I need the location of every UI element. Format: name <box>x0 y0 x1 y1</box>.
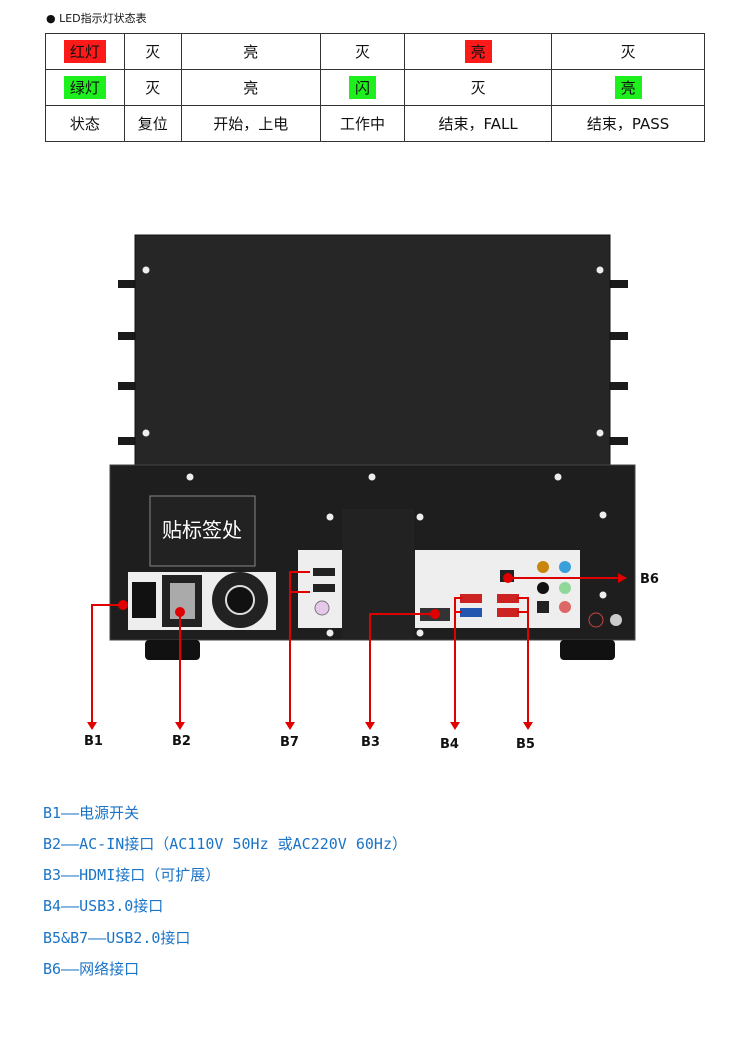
callout-b6: B6 <box>640 572 659 587</box>
callout-b4: B4 <box>440 737 459 752</box>
legend-b5-b7: B5&B7——USB2.0接口 <box>43 929 191 947</box>
table-row: 状态 复位 开始，上电 工作中 结束，FALL 结束，PASS <box>45 105 705 142</box>
led-status-table: 红灯 灭 亮 灭 亮 灭 绿灯 灭 亮 闪 灭 亮 状态 复位 开始，上电 工作… <box>45 33 705 142</box>
red-led-label: 红灯 <box>63 40 106 63</box>
callout-b3: B3 <box>361 735 380 750</box>
legend-b3: B3——HDMI接口（可扩展） <box>43 866 221 884</box>
cell-highlight: 亮 <box>614 76 642 99</box>
cell: 开始，上电 <box>180 105 321 142</box>
power-switch <box>132 582 156 618</box>
callout-b5: B5 <box>516 737 535 752</box>
cell: 灭 <box>319 33 406 70</box>
legend-b2: B2——AC-IN接口（AC110V 50Hz 或AC220V 60Hz） <box>43 835 407 853</box>
cell: 状态 <box>45 105 125 142</box>
cell: 工作中 <box>319 105 406 142</box>
callout-b1: B1 <box>84 734 103 749</box>
green-led-label: 绿灯 <box>63 76 106 99</box>
cell: 亮 <box>180 69 321 106</box>
device-diagram: 贴标签处 <box>87 234 636 730</box>
cell-highlight: 闪 <box>349 76 377 99</box>
legend-b4: B4——USB3.0接口 <box>43 897 164 915</box>
cell: 复位 <box>123 105 182 142</box>
legend-b1: B1——电源开关 <box>43 804 140 822</box>
table-row: 红灯 灭 亮 灭 亮 灭 <box>45 33 705 70</box>
table-row: 绿灯 灭 亮 闪 灭 亮 <box>45 69 705 106</box>
cell: 结束，PASS <box>551 105 705 142</box>
callout-b7: B7 <box>280 735 299 750</box>
cell: 灭 <box>551 33 705 70</box>
callout-b2: B2 <box>172 734 191 749</box>
label-area-text: 贴标签处 <box>162 518 242 542</box>
led-table-title: ● LED指示灯状态表 <box>46 12 147 25</box>
legend-b6: B6——网络接口 <box>43 960 140 978</box>
cell: 灭 <box>404 69 553 106</box>
cell-highlight: 亮 <box>464 40 492 63</box>
cell: 结束，FALL <box>404 105 553 142</box>
